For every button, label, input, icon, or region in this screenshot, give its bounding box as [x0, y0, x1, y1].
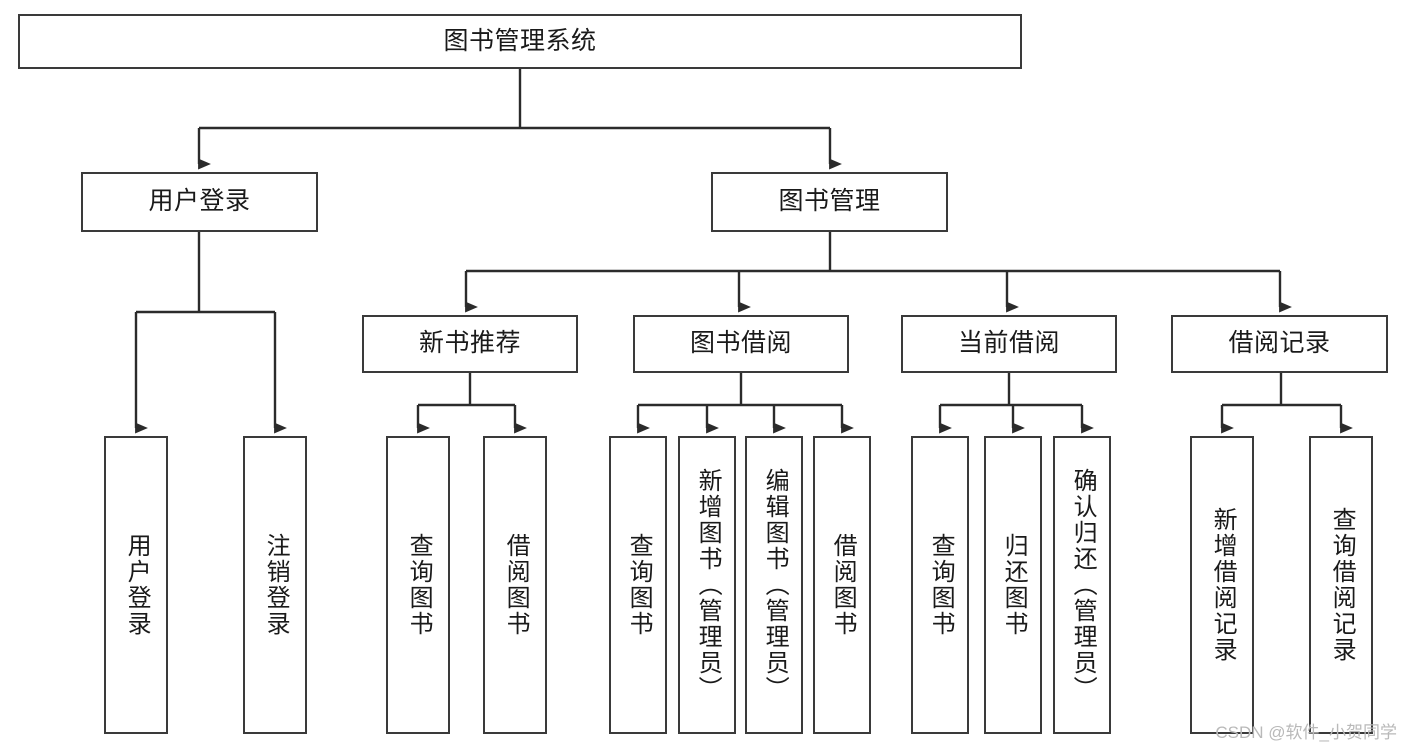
node-leaf-query-borrow-record[interactable]: 查询借阅记录 — [1309, 436, 1373, 734]
node-leaf-return-book[interactable]: 归还图书 — [984, 436, 1042, 734]
node-leaf-logout-login-label: 注销登录 — [262, 533, 290, 637]
node-leaf-query-book-1[interactable]: 查询图书 — [386, 436, 450, 734]
node-user-login-label: 用户登录 — [148, 187, 251, 216]
node-book-borrow[interactable]: 图书借阅 — [633, 315, 849, 373]
node-book-management[interactable]: 图书管理 — [711, 172, 948, 232]
node-leaf-borrow-book-2[interactable]: 借阅图书 — [813, 436, 871, 734]
node-current-borrow-label: 当前借阅 — [957, 329, 1060, 358]
node-borrow-record[interactable]: 借阅记录 — [1171, 315, 1388, 373]
node-leaf-query-book-2-label: 查询图书 — [625, 533, 653, 637]
node-book-management-label: 图书管理 — [778, 187, 881, 216]
node-leaf-edit-book-admin-label: 编辑图书（管理员） — [761, 468, 789, 702]
node-leaf-add-borrow-record[interactable]: 新增借阅记录 — [1190, 436, 1254, 734]
node-book-borrow-label: 图书借阅 — [689, 329, 792, 358]
node-borrow-record-label: 借阅记录 — [1228, 329, 1331, 358]
watermark-text: CSDN @软件_小贺同学 — [1215, 723, 1397, 742]
node-leaf-borrow-book-1-label: 借阅图书 — [502, 533, 530, 637]
node-leaf-user-login[interactable]: 用户登录 — [104, 436, 168, 734]
node-leaf-query-book-1-label: 查询图书 — [405, 533, 433, 637]
node-leaf-edit-book-admin[interactable]: 编辑图书（管理员） — [745, 436, 803, 734]
node-root-label: 图书管理系统 — [443, 26, 597, 55]
node-leaf-add-borrow-record-label: 新增借阅记录 — [1209, 507, 1237, 663]
node-leaf-borrow-book-1[interactable]: 借阅图书 — [483, 436, 547, 734]
node-leaf-query-book-3-label: 查询图书 — [927, 533, 955, 637]
node-leaf-confirm-return-admin-label: 确认归还（管理员） — [1069, 468, 1097, 702]
node-leaf-query-borrow-record-label: 查询借阅记录 — [1328, 507, 1356, 663]
node-leaf-add-book-admin-label: 新增图书（管理员） — [694, 468, 722, 702]
node-leaf-borrow-book-2-label: 借阅图书 — [829, 533, 857, 637]
node-current-borrow[interactable]: 当前借阅 — [901, 315, 1117, 373]
node-leaf-add-book-admin[interactable]: 新增图书（管理员） — [678, 436, 736, 734]
node-leaf-confirm-return-admin[interactable]: 确认归还（管理员） — [1053, 436, 1111, 734]
node-leaf-return-book-label: 归还图书 — [1000, 533, 1028, 637]
node-leaf-query-book-3[interactable]: 查询图书 — [911, 436, 969, 734]
node-user-login[interactable]: 用户登录 — [81, 172, 318, 232]
node-new-book-recommend[interactable]: 新书推荐 — [362, 315, 578, 373]
node-leaf-logout-login[interactable]: 注销登录 — [243, 436, 307, 734]
node-new-book-recommend-label: 新书推荐 — [418, 329, 521, 358]
node-leaf-user-login-label: 用户登录 — [123, 533, 151, 637]
node-leaf-query-book-2[interactable]: 查询图书 — [609, 436, 667, 734]
node-root[interactable]: 图书管理系统 — [18, 14, 1022, 69]
